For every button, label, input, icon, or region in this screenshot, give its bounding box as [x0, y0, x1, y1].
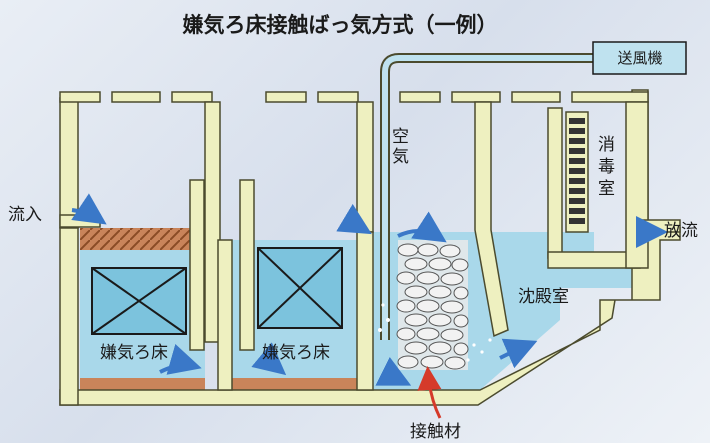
- inflow-arrow: [71, 193, 107, 225]
- anaerobic-media-1: [91, 267, 187, 335]
- blower-label: 送風機: [617, 49, 662, 67]
- disinfection-tablets: [565, 111, 589, 233]
- outlet-water: [560, 232, 594, 252]
- sludge-2: [232, 378, 357, 390]
- blower-box: [592, 41, 687, 75]
- circulation-arrow-bottom: [375, 356, 412, 386]
- disinfection-label-1: 消: [598, 135, 615, 155]
- contact-media-pointer: [417, 366, 442, 419]
- flow-arrow-2: [251, 342, 287, 376]
- flow-arrows: [71, 193, 668, 386]
- air-bubbles: [378, 303, 492, 362]
- disinfection-label-2: 毒: [598, 157, 615, 177]
- air-pipe: [380, 53, 595, 340]
- air-label-1: 空: [392, 127, 409, 147]
- contact-media-label: 接触材: [410, 422, 461, 442]
- scum-layer: [80, 228, 205, 250]
- sludge-1: [80, 378, 205, 390]
- diagram-title: 嫌気ろ床接触ばっ気方式（一例）: [183, 13, 498, 37]
- flow-arrow-settling: [499, 338, 538, 369]
- flow-arrow-1: [159, 344, 202, 375]
- discharge-label: 放流: [664, 221, 698, 241]
- inflow-label: 流入: [8, 205, 42, 225]
- air-label-2: 気: [392, 147, 409, 167]
- flow-arrow-3: [336, 203, 372, 235]
- disinfection-label-3: 室: [598, 179, 615, 199]
- anaerobic-bed-label-2: 嫌気ろ床: [262, 343, 330, 363]
- anaerobic-bed-label-1: 嫌気ろ床: [100, 343, 168, 363]
- settling-chamber-label: 沈殿室: [518, 287, 569, 307]
- anaerobic-media-2: [257, 247, 343, 329]
- circulation-arrow-top: [397, 211, 447, 243]
- contact-media: [396, 240, 469, 370]
